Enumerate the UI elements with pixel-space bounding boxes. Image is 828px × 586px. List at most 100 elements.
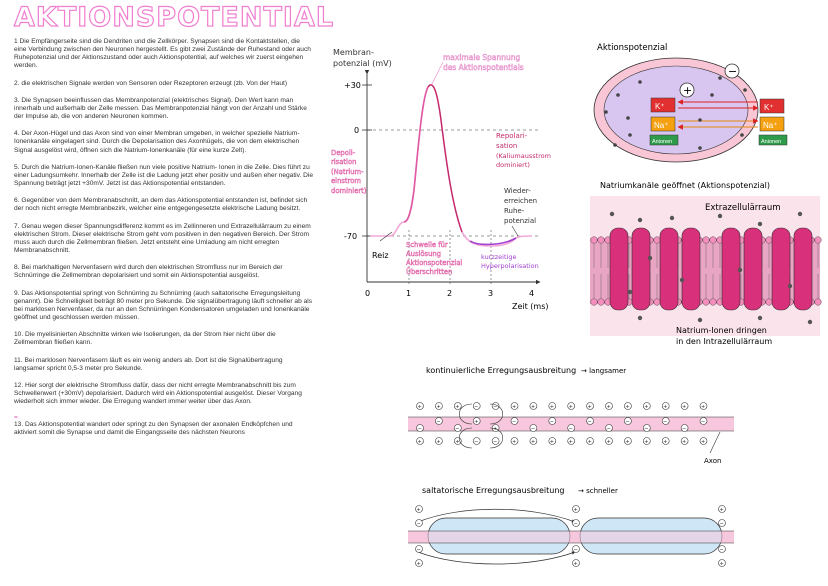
charge-symbol: + xyxy=(718,559,726,568)
sodium-ion-dot xyxy=(797,211,803,217)
lipid-head xyxy=(597,298,605,306)
sodium-ion-dot xyxy=(679,277,685,283)
charge-symbol: + xyxy=(586,437,594,446)
svg-text:risation: risation xyxy=(331,158,356,166)
note-paragraph: 1 Die Empfängerseite sind die Dendriten … xyxy=(14,38,311,70)
na-box-outside xyxy=(759,116,785,132)
svg-text:(Natrium-: (Natrium- xyxy=(331,168,364,176)
k-label: K⁺ xyxy=(655,102,665,111)
plus-charge-icon xyxy=(679,82,695,98)
lipid-head xyxy=(814,298,822,306)
plus-sign: + xyxy=(683,84,692,97)
svg-text:+: + xyxy=(701,439,705,446)
continuous-note: → langsamer xyxy=(581,367,626,375)
sodium-ion-dot xyxy=(697,317,703,323)
svg-text:+: + xyxy=(574,561,578,568)
ion-dot xyxy=(698,118,702,122)
charge-symbol: + xyxy=(435,402,443,411)
y-axis-label: Membran- xyxy=(333,48,374,57)
ion-dot xyxy=(698,146,702,150)
charge-symbol: + xyxy=(435,437,443,446)
charge-symbol: + xyxy=(699,437,708,446)
charge-symbol: − xyxy=(529,424,538,433)
reiz-label: Reiz xyxy=(372,251,389,260)
svg-text:−: − xyxy=(418,426,422,433)
charge-symbol: − xyxy=(624,417,632,426)
svg-text:−: − xyxy=(417,547,421,554)
svg-text:(Kaliumausstrom: (Kaliumausstrom xyxy=(496,152,551,160)
sodium-ion-dot xyxy=(737,267,743,273)
svg-text:Hyperpolarisation: Hyperpolarisation xyxy=(481,262,539,270)
hyperpolarisation-segment xyxy=(469,237,517,246)
x-tick: 2 xyxy=(447,289,452,298)
charge-symbol: + xyxy=(453,402,462,411)
charge-symbol: − xyxy=(661,417,670,426)
charge-symbol: + xyxy=(642,402,651,411)
note-paragraph: 12. Hier sorgt der elektrische Stromflus… xyxy=(14,381,302,406)
lipid-head xyxy=(702,236,710,244)
charge-symbol: + xyxy=(661,402,670,411)
svg-text:+: + xyxy=(682,404,686,411)
svg-text:−: − xyxy=(531,426,535,433)
sodium-ion-dot xyxy=(757,221,763,227)
charge-symbol: + xyxy=(548,402,557,411)
charge-symbol: + xyxy=(416,402,424,411)
sodium-channel-diagram: Natriumkanäle geöffnet (Aktionspotenzial… xyxy=(590,181,822,346)
channels-caption-1: Natrium-Ionen dringen xyxy=(676,326,767,335)
svg-text:+: + xyxy=(569,439,573,446)
ion-dot xyxy=(626,116,630,120)
svg-text:+: + xyxy=(663,439,667,446)
ion-dot xyxy=(628,133,632,137)
charge-symbol: − xyxy=(680,424,689,433)
charge-symbol: − xyxy=(548,417,557,426)
charge-symbol: − xyxy=(567,424,576,433)
x-tick: 0 xyxy=(365,289,370,298)
lipid-head xyxy=(814,236,822,244)
svg-text:+: + xyxy=(701,404,705,411)
action-potential-graph: Membran- potenzial (mV) +30 0 -70 0 1 2 … xyxy=(331,48,551,311)
svg-text:+: + xyxy=(574,507,578,514)
axon-label: Axon xyxy=(704,457,721,465)
charge-symbol: − xyxy=(572,545,580,554)
svg-text:+: + xyxy=(626,439,630,446)
svg-text:Wieder-: Wieder- xyxy=(504,187,531,195)
x-tick: 4 xyxy=(529,289,534,298)
svg-text:+: + xyxy=(531,439,535,446)
max-label-2: des Aktionspotentials xyxy=(443,63,524,72)
svg-text:+: + xyxy=(607,404,611,411)
x-tick: 1 xyxy=(406,289,411,298)
channel-protein-right xyxy=(793,227,813,311)
x-tick: 3 xyxy=(488,289,493,298)
hyperpolarisation-label: kurzzeitige Hyperpolarisation xyxy=(481,253,539,270)
charge-symbol: + xyxy=(510,402,519,411)
charge-symbol: − xyxy=(510,417,519,426)
svg-text:einstrom: einstrom xyxy=(331,177,361,185)
svg-text:+: + xyxy=(418,404,422,411)
svg-text:+: + xyxy=(645,439,649,446)
sodium-ion-dot xyxy=(669,215,675,221)
k-box-outside xyxy=(759,98,785,114)
svg-text:+: + xyxy=(456,439,460,446)
svg-text:+: + xyxy=(456,404,460,411)
charge-symbol: + xyxy=(680,402,689,411)
channels-title: Natriumkanäle geöffnet (Aktionspotenzial… xyxy=(600,181,770,190)
charge-symbol: − xyxy=(572,519,580,528)
lipid-head xyxy=(709,236,717,244)
ion-dot xyxy=(613,143,617,147)
svg-text:−: − xyxy=(682,426,686,433)
saltatory-title: saltatorische Erregungsausbreitung xyxy=(422,486,565,495)
continuous-charges: +−++−++−+−+−−+−+−++−++−++−++−++−++−++−++… xyxy=(416,402,708,446)
svg-text:−: − xyxy=(701,419,705,426)
svg-text:−: − xyxy=(569,426,573,433)
cell-inner xyxy=(603,65,749,155)
channel-protein-right xyxy=(743,227,763,311)
ion-dot xyxy=(604,110,608,114)
note-paragraph: 11. Bei marklosen Nervenfasern läuft es … xyxy=(14,356,283,372)
charge-symbol: + xyxy=(586,402,594,411)
anion-box-inside xyxy=(649,134,679,146)
channel-protein-left xyxy=(609,227,629,311)
svg-text:Auslösung: Auslösung xyxy=(406,250,441,258)
charge-symbol: + xyxy=(415,559,423,568)
svg-text:−: − xyxy=(474,439,478,446)
